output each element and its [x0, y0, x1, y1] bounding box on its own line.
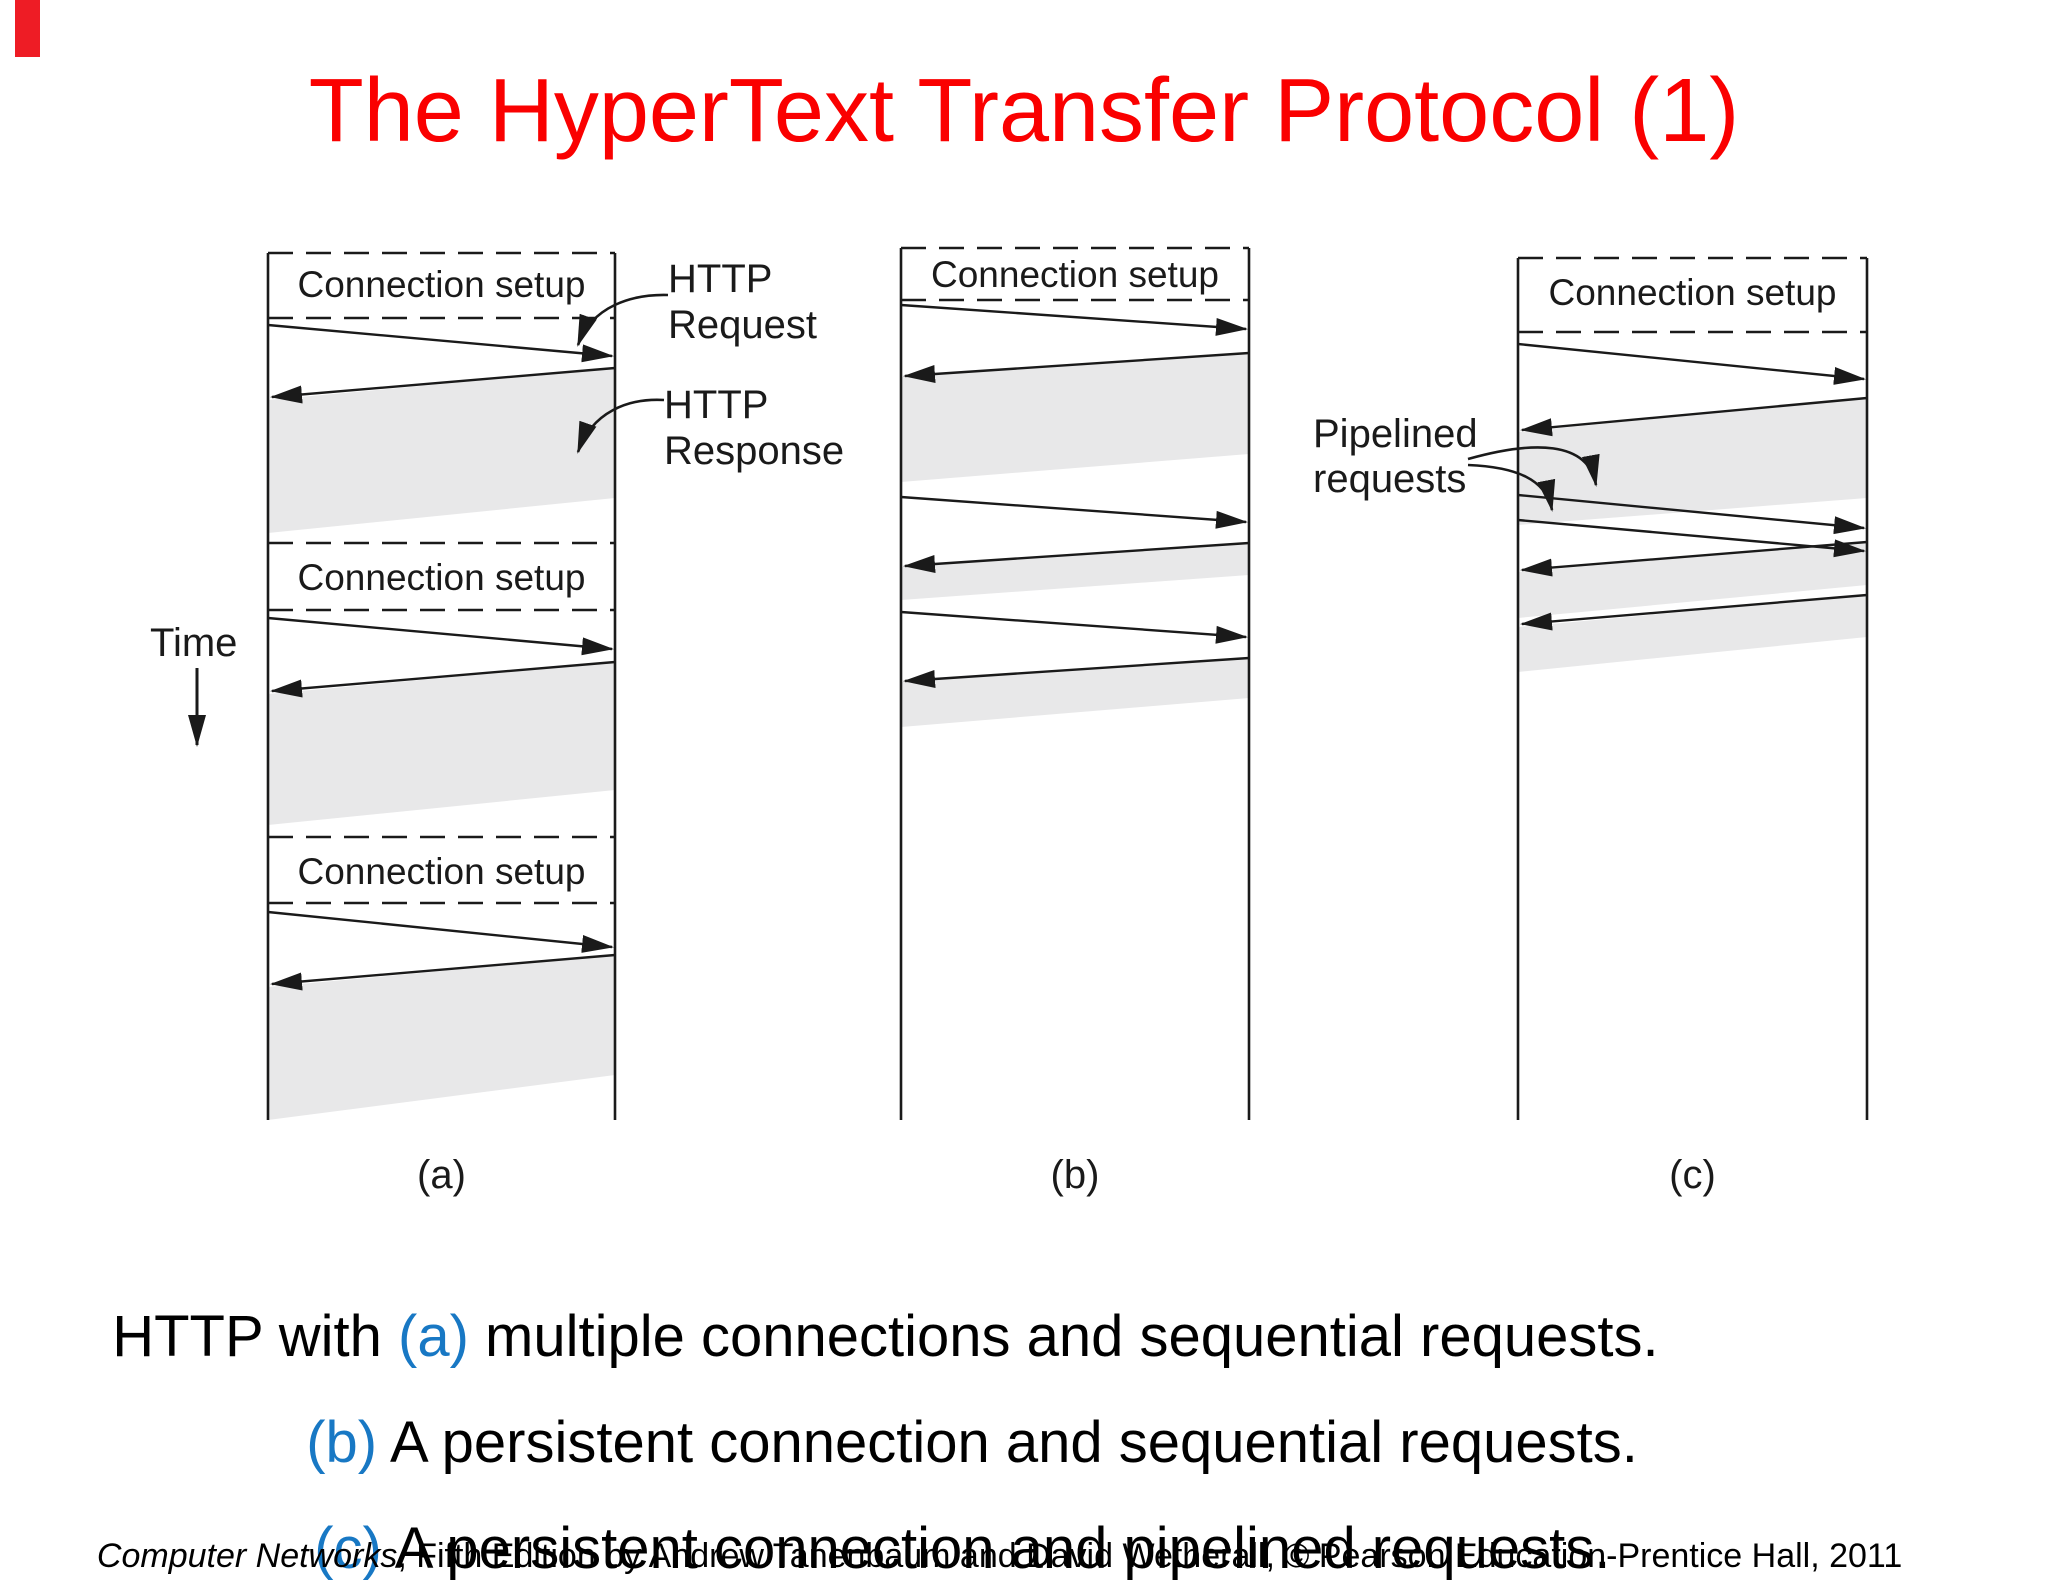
diagram-c: [1467, 256, 1869, 1120]
response-arrow: [903, 351, 1250, 383]
http-response-band: [901, 353, 1249, 482]
http-request-label: HTTP Request: [668, 257, 817, 347]
http-response-band: [901, 543, 1249, 600]
attribution-footer: Computer Networks, Fifth Edition by Andr…: [78, 1498, 2028, 1576]
http-response-band: [1518, 398, 1867, 525]
connection-setup-label: Connection setup: [297, 264, 586, 305]
http-response-band: [268, 662, 615, 825]
request-arrow: [267, 323, 614, 363]
message-arrows-a: [267, 323, 616, 991]
http-response-band: [1518, 542, 1867, 618]
response-arrow: [1520, 396, 1868, 437]
annotation-arrows-a: [576, 293, 669, 454]
connection-setup-dashed-lines-c: [1518, 256, 1867, 334]
response-arrow: [270, 660, 616, 698]
pipelined-requests-label: Pipelined requests: [1313, 412, 1478, 501]
connection-setup-label: Connection setup: [297, 557, 586, 598]
request-arrow: [900, 495, 1248, 529]
book-title: Computer Networks: [96, 1537, 398, 1575]
timeline-lines-c: [1516, 258, 1869, 1120]
caption-line-2: (b) A persistent connection and sequenti…: [274, 1338, 1638, 1477]
connection-setup-label: Connection setup: [931, 254, 1219, 295]
timeline-lines-a: [266, 253, 617, 1120]
http-response-band: [268, 955, 615, 1120]
response-arrow: [903, 541, 1250, 573]
response-bands-c: [1518, 398, 1867, 672]
caption-text: A persistent connection and sequential r…: [377, 1409, 1638, 1475]
diagram-a: [266, 251, 669, 1120]
http-request-pointer-arrow: [576, 293, 669, 347]
panel-label-b: (b): [1050, 1153, 1100, 1197]
connection-setup-dashed-lines-b: [901, 246, 1249, 302]
pipelined-pointer-arrow-1: [1467, 446, 1600, 487]
panel-label-c: (c): [1669, 1153, 1716, 1197]
http-response-label: HTTP Response: [664, 383, 845, 473]
connection-setup-label: Connection setup: [297, 851, 586, 892]
caption-text: HTTP with: [112, 1303, 398, 1369]
response-bands-a: [268, 368, 615, 1120]
page-title: The HyperText Transfer Protocol (1): [308, 61, 1740, 161]
http-response-band: [268, 368, 615, 533]
pipelined-request-arrow-1: [1517, 493, 1866, 535]
caption-ref-b: (b): [306, 1409, 378, 1475]
caption-line-1: HTTP with (a) multiple connections and s…: [80, 1232, 1659, 1371]
response-arrow: [903, 656, 1250, 688]
caption-text: multiple connections and sequential requ…: [468, 1303, 1659, 1369]
request-arrow: [1517, 342, 1866, 385]
response-arrow: [270, 953, 616, 991]
http-response-band: [901, 658, 1249, 727]
diagram-b: [899, 246, 1251, 1120]
connection-setup-label: Connection setup: [1548, 272, 1837, 313]
response-bands-b: [901, 353, 1249, 727]
slide: { "title": { "text": "The HyperText Tran…: [15, 0, 1903, 1581]
pipelined-pointer-arrow-2: [1467, 463, 1556, 512]
message-arrows-c: [1517, 342, 1868, 631]
response-arrow: [1520, 540, 1868, 577]
timeline-lines-b: [899, 248, 1251, 1120]
http-response-band: [1518, 595, 1867, 672]
message-arrows-b: [900, 303, 1250, 688]
response-arrow: [270, 366, 616, 404]
corner-accent-bar: [15, 0, 40, 57]
attribution-text: , Fifth Edition by Andrew Tanenbaum and …: [397, 1537, 1903, 1575]
time-label: Time: [150, 621, 238, 665]
connection-setup-dashed-lines-a: [268, 251, 615, 905]
request-arrow: [267, 910, 614, 953]
request-arrow: [900, 610, 1248, 644]
response-arrow: [1520, 593, 1868, 631]
caption-ref-a: (a): [398, 1303, 469, 1369]
request-arrow: [267, 616, 614, 656]
panel-label-a: (a): [417, 1153, 466, 1197]
request-arrow: [900, 303, 1248, 336]
http-response-pointer-arrow: [576, 398, 665, 454]
annotation-arrows-c: [1467, 446, 1600, 512]
timing-diagram-svg: [188, 246, 1869, 1120]
